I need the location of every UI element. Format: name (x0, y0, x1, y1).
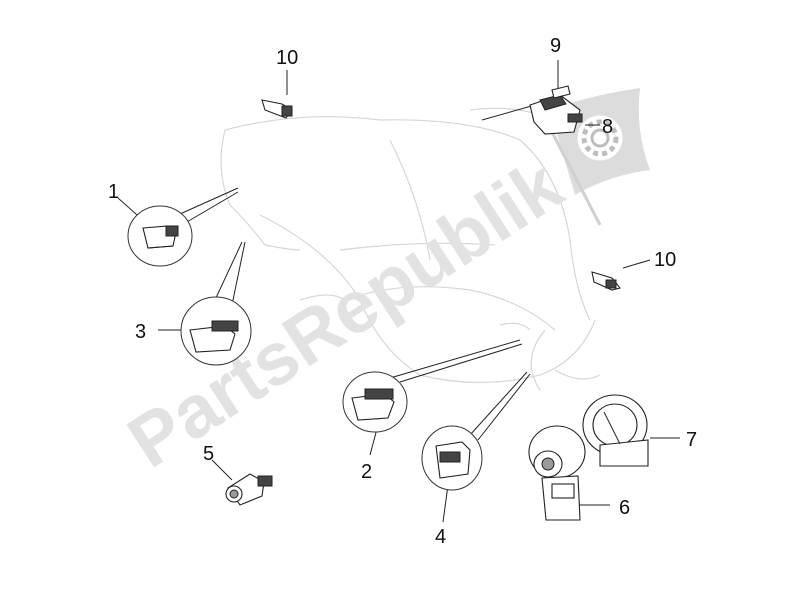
callout-4: 4 (435, 526, 446, 548)
callout-2: 2 (361, 461, 372, 483)
callout-7: 7 (686, 429, 697, 451)
callout-1: 1 (108, 181, 119, 203)
part-4-switch (421, 425, 483, 491)
part-6-ignition-switch (528, 425, 586, 521)
part-7-trim-ring (582, 394, 649, 467)
part-1-switch (127, 205, 193, 267)
part-10-bulb-right (591, 271, 621, 291)
callout-8: 8 (602, 116, 613, 138)
part-10-bulb-top (261, 99, 293, 119)
watermark-text: PartsRepublik (114, 142, 577, 483)
callout-5: 5 (203, 443, 214, 465)
callout-10-right: 10 (654, 249, 676, 271)
callout-10-top: 10 (276, 47, 298, 69)
callout-3: 3 (135, 321, 146, 343)
part-3-switch (180, 296, 252, 366)
callout-9: 9 (550, 35, 561, 57)
part-5-connector (225, 473, 273, 506)
part-8-switch-assembly (529, 94, 583, 135)
callout-6: 6 (619, 497, 630, 519)
part-9-bulb (551, 85, 571, 99)
leader-lines (117, 60, 680, 523)
part-2-switch (342, 371, 408, 433)
callout-labels: 1 2 3 4 5 6 7 8 9 10 10 (108, 35, 697, 548)
